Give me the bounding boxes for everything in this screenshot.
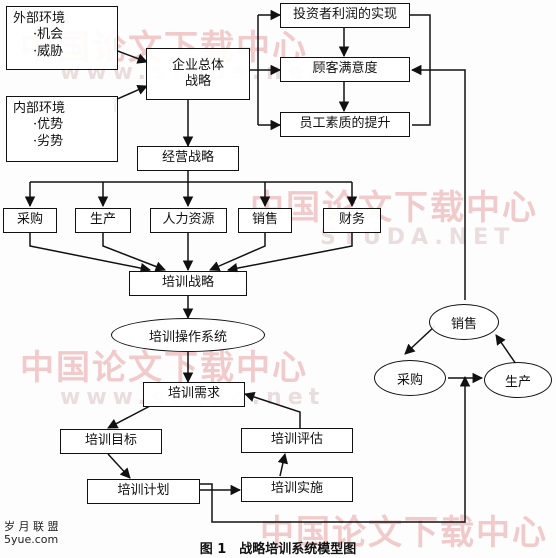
internal-environment-title: 内部环境	[13, 101, 66, 116]
corporate-strategy-box: 企业总体 战略	[146, 48, 250, 100]
training-goals-box: 培训目标	[60, 429, 162, 454]
purchasing-box: 采购	[3, 208, 57, 233]
training-plan-box: 培训计划	[87, 479, 200, 504]
external-opportunity: ·机会	[33, 27, 64, 43]
training-operation-system-ellipse: 培训操作系统	[111, 318, 265, 352]
corporate-strategy-line2: 战略	[184, 74, 211, 89]
figure-caption: 图 1 战略培训系统模型图	[199, 542, 357, 557]
internal-strength: ·优势	[33, 117, 64, 133]
cycle-production-ellipse: 生产	[484, 362, 552, 398]
finance-box: 财务	[323, 208, 381, 233]
employee-quality-box: 员工素质的提升	[280, 112, 410, 137]
training-evaluation-box: 培训评估	[241, 428, 353, 453]
customer-satisfaction-box: 顾客满意度	[280, 57, 410, 82]
cycle-sales-ellipse: 销售	[429, 304, 499, 340]
external-environment-title: 外部环境	[13, 11, 66, 26]
investor-profit-box: 投资者利润的实现	[280, 3, 410, 28]
internal-weakness: ·劣势	[33, 133, 64, 149]
site-logo-url: 5yue.com	[4, 533, 59, 547]
site-logo-name: 岁 月 联 盟	[4, 520, 59, 533]
training-needs-box: 培训需求	[143, 382, 245, 407]
production-box: 生产	[75, 208, 131, 233]
external-environment-box: 外部环境 ·机会 ·威胁	[6, 6, 118, 70]
business-strategy-box: 经营战略	[137, 146, 239, 171]
hr-box: 人力资源	[150, 208, 227, 233]
external-threat: ·威胁	[33, 43, 64, 59]
internal-environment-box: 内部环境 ·优势 ·劣势	[6, 96, 118, 162]
cycle-purchasing-ellipse: 采购	[374, 360, 446, 396]
training-implementation-box: 培训实施	[241, 477, 353, 502]
sales-box: 销售	[238, 208, 292, 233]
corporate-strategy-line1: 企业总体	[171, 57, 224, 73]
site-logo: 岁 月 联 盟 5yue.com	[4, 520, 59, 546]
training-strategy-box: 培训战略	[129, 271, 247, 296]
